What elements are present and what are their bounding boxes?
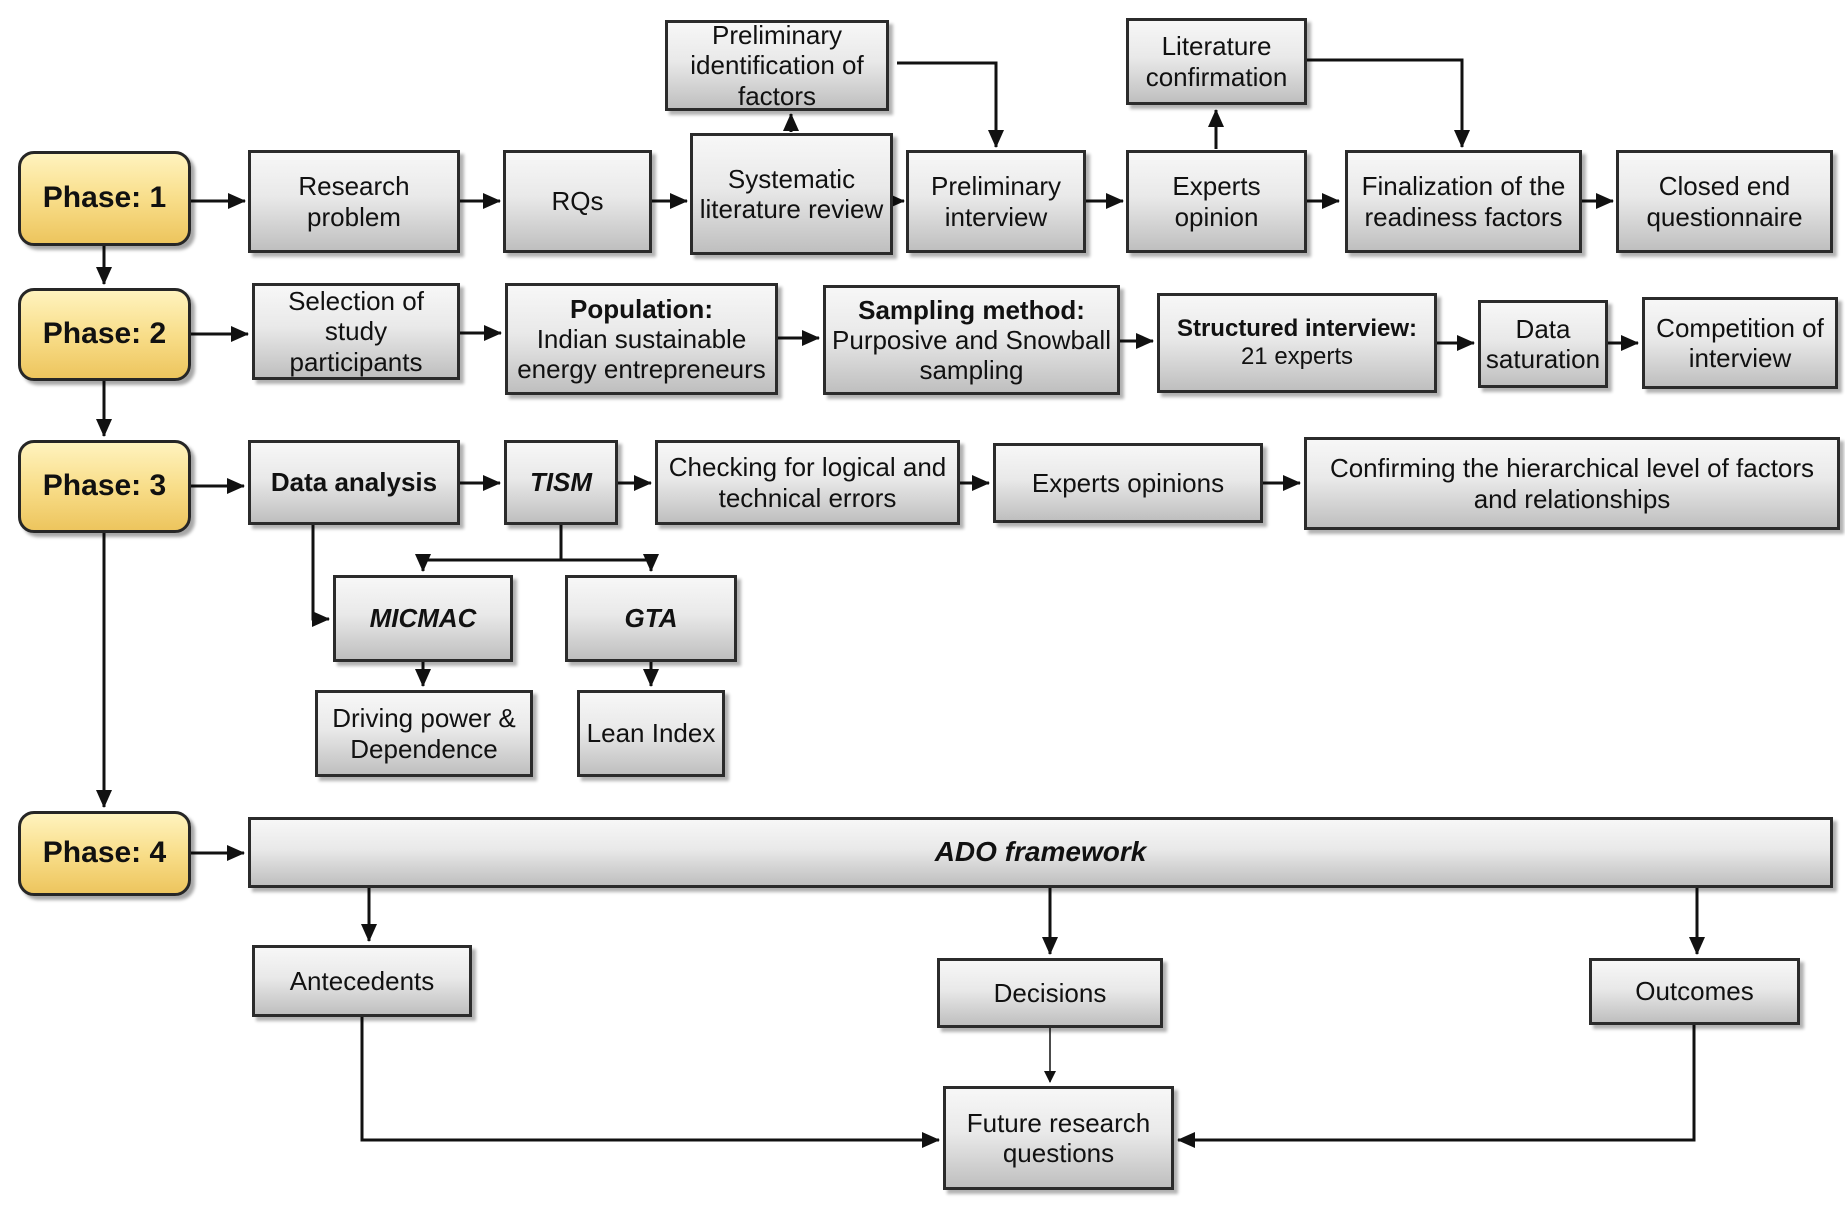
node-phase-4: Phase: 4 <box>18 811 191 896</box>
node-phase-2: Phase: 2 <box>18 288 191 381</box>
node-sampling-method: Sampling method: Purposive and Snowball … <box>823 285 1120 395</box>
node-data-saturation-label: Data saturation <box>1485 313 1601 374</box>
node-structured-interview: Structured interview: 21 experts <box>1157 293 1437 393</box>
node-driving-power-dependence-label: Driving power & Dependence <box>332 703 516 764</box>
node-phase-4-label: Phase: 4 <box>42 836 167 870</box>
node-micmac: MICMAC <box>333 575 513 662</box>
node-gta-label: GTA <box>624 603 678 634</box>
node-sampling-method-title: Sampling method: <box>858 294 1085 325</box>
node-driving-power-dependence: Driving power & Dependence <box>315 690 533 777</box>
node-experts-opinion: Experts opinion <box>1126 150 1307 253</box>
node-competition-of-interview: Competition of interview <box>1642 297 1838 389</box>
node-rqs-label: RQs <box>551 186 604 217</box>
node-outcomes-label: Outcomes <box>1635 976 1754 1007</box>
node-future-research-questions: Future research questions <box>943 1086 1174 1190</box>
node-population: Population: Indian sustainable energy en… <box>505 283 778 395</box>
node-closed-end-questionnaire-label: Closed end questionnaire <box>1646 171 1803 232</box>
node-confirming-hierarchical-level-label: Confirming the hierarchical level of fac… <box>1329 453 1815 514</box>
node-preliminary-interview-label: Preliminary interview <box>930 171 1062 232</box>
node-lean-index-label: Lean Index <box>586 718 716 749</box>
node-phase-3: Phase: 3 <box>18 440 191 533</box>
node-antecedents-label: Antecedents <box>289 965 435 996</box>
node-antecedents: Antecedents <box>252 945 472 1017</box>
node-experts-opinion-label: Experts opinion <box>1172 171 1261 232</box>
node-phase-2-label: Phase: 2 <box>42 317 167 351</box>
node-ado-framework: ADO framework <box>248 817 1833 888</box>
node-data-saturation: Data saturation <box>1478 300 1608 388</box>
node-lean-index: Lean Index <box>577 690 725 777</box>
node-competition-of-interview-label: Competition of interview <box>1656 312 1824 373</box>
node-sampling-method-body: Purposive and Snowball sampling <box>832 324 1111 386</box>
node-structured-interview-title: Structured interview: <box>1176 315 1418 343</box>
node-finalization-readiness-factors: Finalization of the readiness factors <box>1345 150 1582 253</box>
node-selection-participants: Selection of study participants <box>252 283 460 380</box>
node-selection-participants-label: Selection of study participants <box>288 286 424 377</box>
node-future-research-questions-label: Future research questions <box>966 1107 1151 1168</box>
node-structured-interview-body: 21 experts <box>1240 343 1354 370</box>
node-phase-1-label: Phase: 1 <box>42 181 167 215</box>
node-outcomes: Outcomes <box>1589 958 1800 1025</box>
node-preliminary-interview: Preliminary interview <box>906 150 1086 253</box>
node-tism: TISM <box>504 440 618 525</box>
node-systematic-literature-review-label: Systematic literature review <box>699 163 884 224</box>
node-finalization-readiness-factors-label: Finalization of the readiness factors <box>1361 171 1566 232</box>
node-micmac-label: MICMAC <box>369 603 477 634</box>
node-preliminary-identification: Preliminary identification of factors <box>665 20 889 111</box>
node-data-analysis-label: Data analysis <box>270 467 438 498</box>
node-checking-errors: Checking for logical and technical error… <box>655 440 960 525</box>
node-closed-end-questionnaire: Closed end questionnaire <box>1616 150 1833 253</box>
node-tism-label: TISM <box>529 467 593 498</box>
node-research-problem-label: Research problem <box>298 171 410 232</box>
node-literature-confirmation-label: Literature confirmation <box>1145 31 1288 92</box>
node-systematic-literature-review: Systematic literature review <box>690 133 893 255</box>
node-rqs: RQs <box>503 150 652 253</box>
node-ado-framework-label: ADO framework <box>934 836 1147 868</box>
node-phase-1: Phase: 1 <box>18 151 191 246</box>
node-population-body: Indian sustainable energy entrepreneurs <box>517 323 766 385</box>
node-experts-opinions-label: Experts opinions <box>1031 467 1225 498</box>
node-checking-errors-label: Checking for logical and technical error… <box>668 452 947 513</box>
node-research-problem: Research problem <box>248 150 460 253</box>
node-population-title: Population: <box>570 293 713 324</box>
node-gta: GTA <box>565 575 737 662</box>
node-phase-3-label: Phase: 3 <box>42 469 167 503</box>
node-literature-confirmation: Literature confirmation <box>1126 18 1307 105</box>
node-preliminary-identification-label: Preliminary identification of factors <box>690 20 864 111</box>
node-experts-opinions: Experts opinions <box>993 443 1263 523</box>
node-confirming-hierarchical-level: Confirming the hierarchical level of fac… <box>1304 437 1840 530</box>
node-decisions: Decisions <box>937 958 1163 1028</box>
node-data-analysis: Data analysis <box>248 440 460 525</box>
node-decisions-label: Decisions <box>993 977 1107 1008</box>
